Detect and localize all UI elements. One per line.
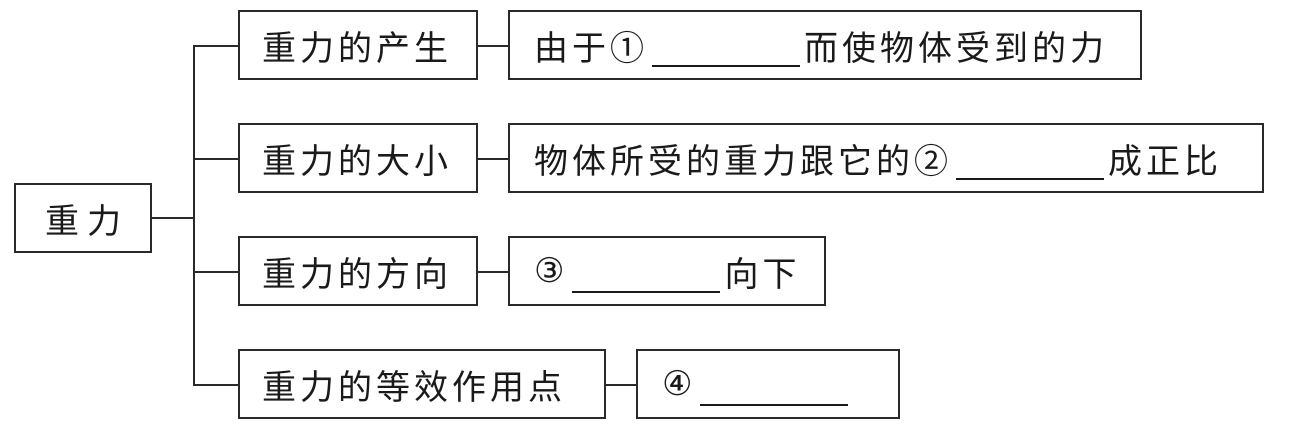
description-text-3a: ③ (534, 251, 569, 291)
description-text-1a: 由于① (534, 28, 648, 69)
connector-desc-2 (478, 158, 508, 160)
connector-branch-3 (193, 271, 238, 273)
answer-blank-4[interactable] (700, 374, 849, 406)
connector-branch-1 (193, 45, 238, 47)
root-node: 重力 (14, 183, 152, 253)
connector-desc-4 (606, 384, 636, 386)
answer-blank-3[interactable] (572, 261, 721, 293)
description-text-2a: 物体所受的重力跟它的② (534, 141, 952, 182)
connector-desc-3 (478, 271, 508, 273)
connector-trunk (193, 45, 195, 385)
description-node-2: 物体所受的重力跟它的② 成正比 (508, 123, 1264, 193)
category-node-2: 重力的大小 (238, 123, 478, 193)
description-text-2b: 成正比 (1108, 141, 1222, 182)
description-node-4: ④ (636, 349, 900, 419)
connector-branch-2 (193, 158, 238, 160)
connector-desc-1 (478, 45, 508, 47)
connector-root (152, 217, 194, 219)
answer-blank-1[interactable] (652, 35, 800, 67)
category-node-4: 重力的等效作用点 (238, 349, 606, 419)
description-node-3: ③ 向下 (508, 236, 826, 306)
root-label: 重力 (45, 201, 129, 242)
category-label-4: 重力的等效作用点 (262, 367, 566, 408)
category-label-1: 重力的产生 (262, 28, 452, 69)
category-label-3: 重力的方向 (262, 254, 452, 295)
description-text-4a: ④ (662, 364, 697, 404)
description-text-3b: 向下 (724, 254, 801, 295)
description-text-1b: 而使物体受到的力 (804, 28, 1108, 69)
category-node-1: 重力的产生 (238, 10, 478, 80)
answer-blank-2[interactable] (956, 148, 1104, 180)
description-node-1: 由于① 而使物体受到的力 (508, 10, 1142, 80)
connector-branch-4 (193, 384, 238, 386)
category-label-2: 重力的大小 (262, 141, 452, 182)
category-node-3: 重力的方向 (238, 236, 478, 306)
